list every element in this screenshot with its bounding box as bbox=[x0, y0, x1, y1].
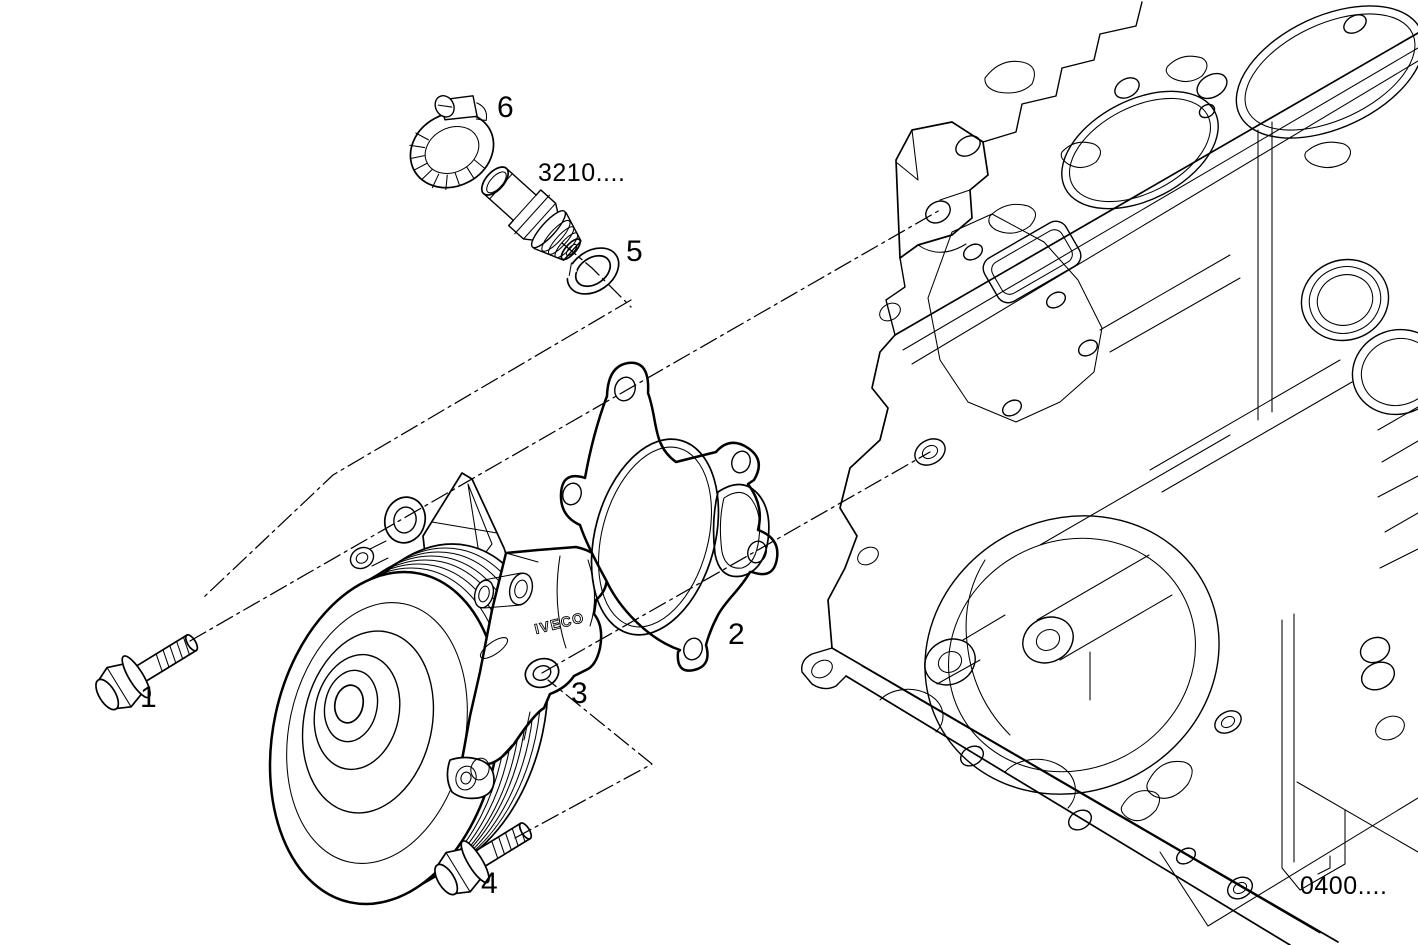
callout-label-4: 4 bbox=[481, 867, 498, 900]
timing-cavity bbox=[924, 515, 1220, 795]
callout-label-1: 1 bbox=[140, 681, 157, 714]
part-code-label: 3210.... bbox=[538, 159, 626, 187]
callout-label-2: 2 bbox=[728, 618, 745, 651]
callout-label-3: 3 bbox=[571, 677, 588, 710]
block-mount-lug bbox=[895, 121, 989, 259]
callout-label-5: 5 bbox=[626, 235, 643, 268]
union-fitting-drawing bbox=[480, 166, 582, 261]
bolt-1-drawing bbox=[95, 633, 199, 711]
bolt-4-drawing bbox=[434, 822, 533, 896]
section-code-label: 0400.... bbox=[1300, 872, 1388, 900]
pulley-drawing bbox=[268, 543, 549, 906]
core-plugs bbox=[1300, 258, 1418, 416]
leader-bolt4-to-lug bbox=[514, 679, 653, 839]
leader-bolt1-to-block bbox=[189, 209, 941, 642]
seal-ring-drawing bbox=[554, 247, 620, 295]
gasket-drawing bbox=[559, 361, 779, 672]
leader-fitting-to-pump bbox=[203, 299, 632, 598]
water-pump-drawing: IVECO bbox=[446, 545, 609, 800]
pump-foot bbox=[446, 711, 531, 800]
hose-clamp-drawing bbox=[409, 95, 495, 191]
callout-label-6: 6 bbox=[497, 91, 514, 124]
pump-mounting-pad bbox=[914, 213, 1103, 466]
leader-lug-to-block bbox=[541, 451, 931, 674]
pump-top-lug bbox=[383, 496, 427, 544]
cylinder-bores bbox=[1061, 5, 1418, 210]
leader-lines bbox=[189, 209, 941, 839]
leader-fitting-axis bbox=[561, 242, 632, 308]
engine-block-drawing bbox=[801, 1, 1418, 945]
